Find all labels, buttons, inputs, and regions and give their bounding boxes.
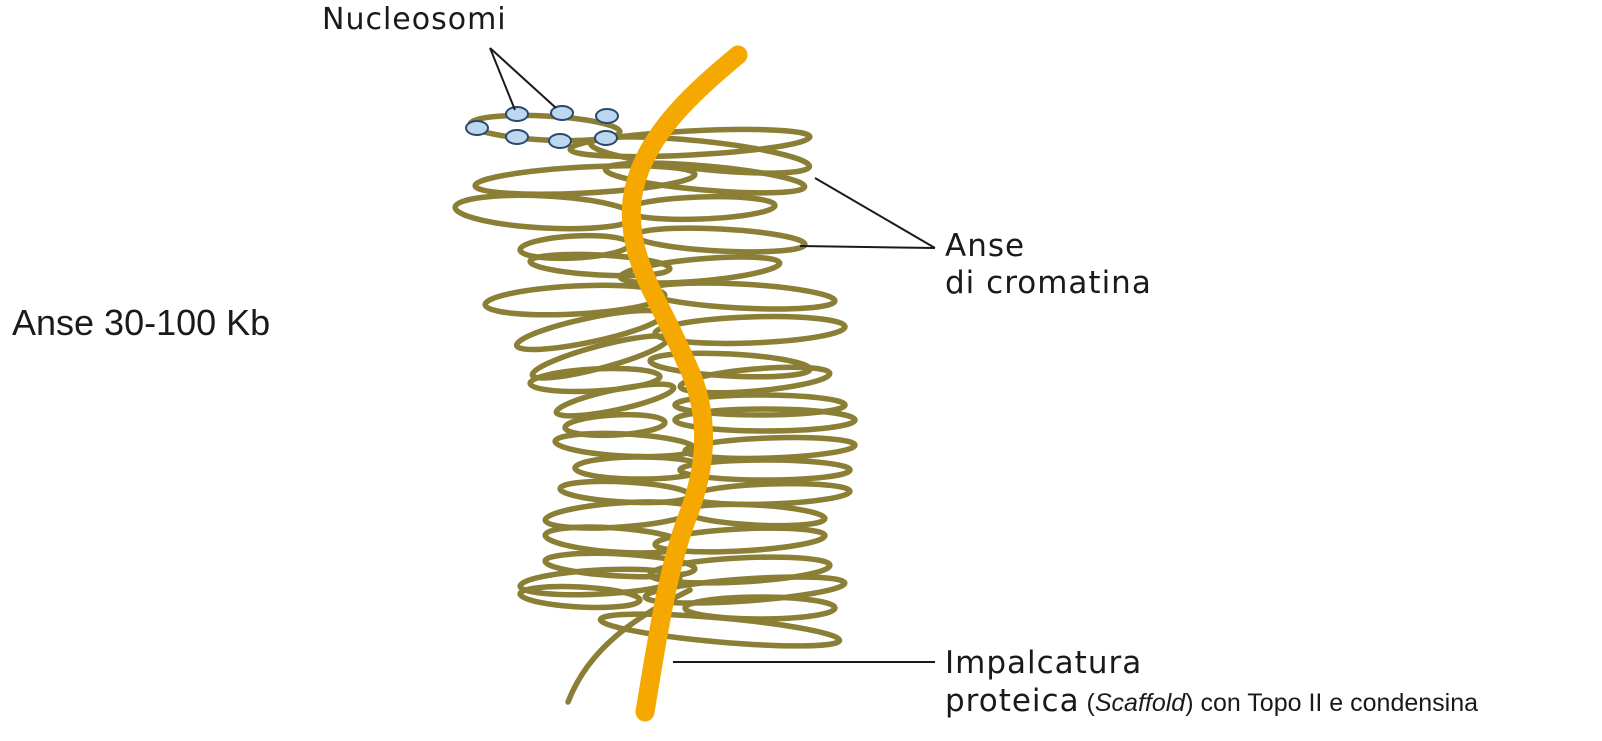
chromatin-loops-label: Anse di cromatina	[945, 228, 1152, 302]
nucleosomi-label: Nucleosomi	[322, 2, 507, 37]
chromatin-loops-label-line1: Anse	[945, 228, 1152, 265]
leader-anse-lower	[800, 246, 935, 248]
scaffold-term: Scaffold	[1095, 689, 1185, 717]
loop-size-note: Anse 30-100 Kb	[12, 302, 270, 344]
nucleosome	[466, 121, 488, 135]
scaffold-paren-open: (	[1080, 689, 1095, 717]
leader-nucleosomi-right	[490, 48, 556, 108]
scaffold-label-detail: (Scaffold) con Topo II e condensina	[1080, 689, 1478, 717]
leader-nucleosomi-left	[490, 48, 515, 110]
scaffold-label-line2: proteica (Scaffold) con Topo II e conden…	[945, 682, 1478, 722]
chromatin-loops	[454, 112, 855, 652]
nucleosome	[551, 106, 573, 120]
nucleosome	[549, 134, 571, 148]
chromatin-loop	[635, 225, 806, 256]
nucleosome	[506, 130, 528, 144]
chromatin-loops-label-line2: di cromatina	[945, 265, 1152, 302]
scaffold-paren-rest: ) con Topo II e condensina	[1185, 689, 1478, 717]
leader-anse-upper	[815, 178, 935, 248]
scaffold-label: Impalcatura proteica (Scaffold) con Topo…	[945, 644, 1478, 722]
chromatin-loop	[454, 191, 635, 232]
chromatin-loop	[645, 279, 836, 313]
nucleosome	[506, 107, 528, 121]
chromatin-loop	[685, 501, 826, 528]
nucleosome	[595, 131, 617, 145]
chromatin-loop	[625, 194, 776, 221]
chromatin-loop	[530, 328, 671, 385]
scaffold-label-line1: Impalcatura	[945, 644, 1478, 682]
nucleosome	[596, 109, 618, 123]
scaffold-label-proteica: proteica	[945, 683, 1080, 719]
